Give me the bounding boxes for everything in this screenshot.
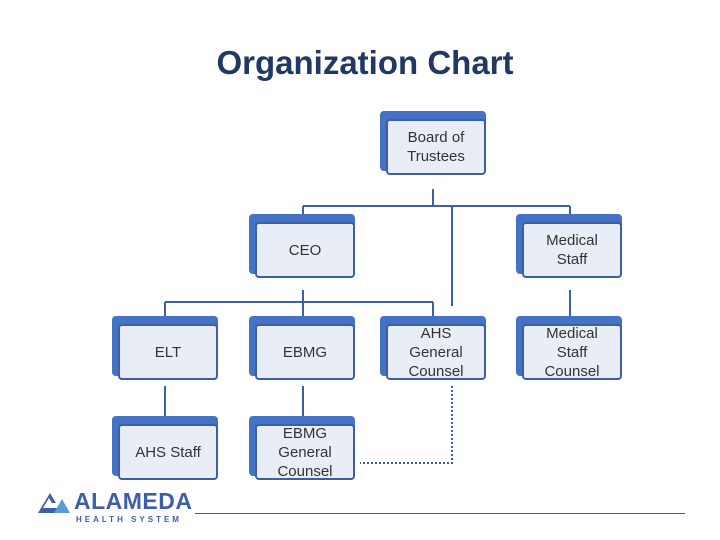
logo-mark-icon (38, 493, 70, 513)
node-label: AHS Staff (135, 443, 201, 461)
node-ahs-general-counsel: AHS General Counsel (380, 316, 486, 380)
node-label: AHS General Counsel (408, 324, 464, 380)
logo-subtitle: HEALTH SYSTEM (76, 515, 182, 524)
node-medical-staff: Medical Staff (516, 214, 622, 278)
node-label: EBMG (282, 343, 328, 361)
node-medical-staff-counsel: Medical Staff Counsel (516, 316, 622, 380)
node-ebmg-general-counsel: EBMG General Counsel (249, 416, 355, 480)
node-ceo: CEO (249, 214, 355, 278)
node-ahs-staff: AHS Staff (112, 416, 218, 480)
node-label: Medical Staff (546, 232, 598, 268)
connector-dotted-counsel (360, 386, 453, 464)
node-board-of-trustees: Board of Trustees (380, 111, 486, 175)
node-label: ELT (154, 343, 182, 361)
logo-name: ALAMEDA (74, 488, 193, 514)
node-label: Medical Staff Counsel (544, 324, 600, 380)
node-label: Board of Trustees (407, 129, 465, 165)
node-label: EBMG General Counsel (277, 424, 333, 480)
node-ebmg: EBMG (249, 316, 355, 380)
footer-divider (195, 513, 685, 514)
alameda-logo: ALAMEDA HEALTH SYSTEM (36, 487, 196, 527)
node-label: CEO (288, 241, 322, 259)
node-elt: ELT (112, 316, 218, 380)
page-title: Organization Chart (216, 44, 514, 81)
